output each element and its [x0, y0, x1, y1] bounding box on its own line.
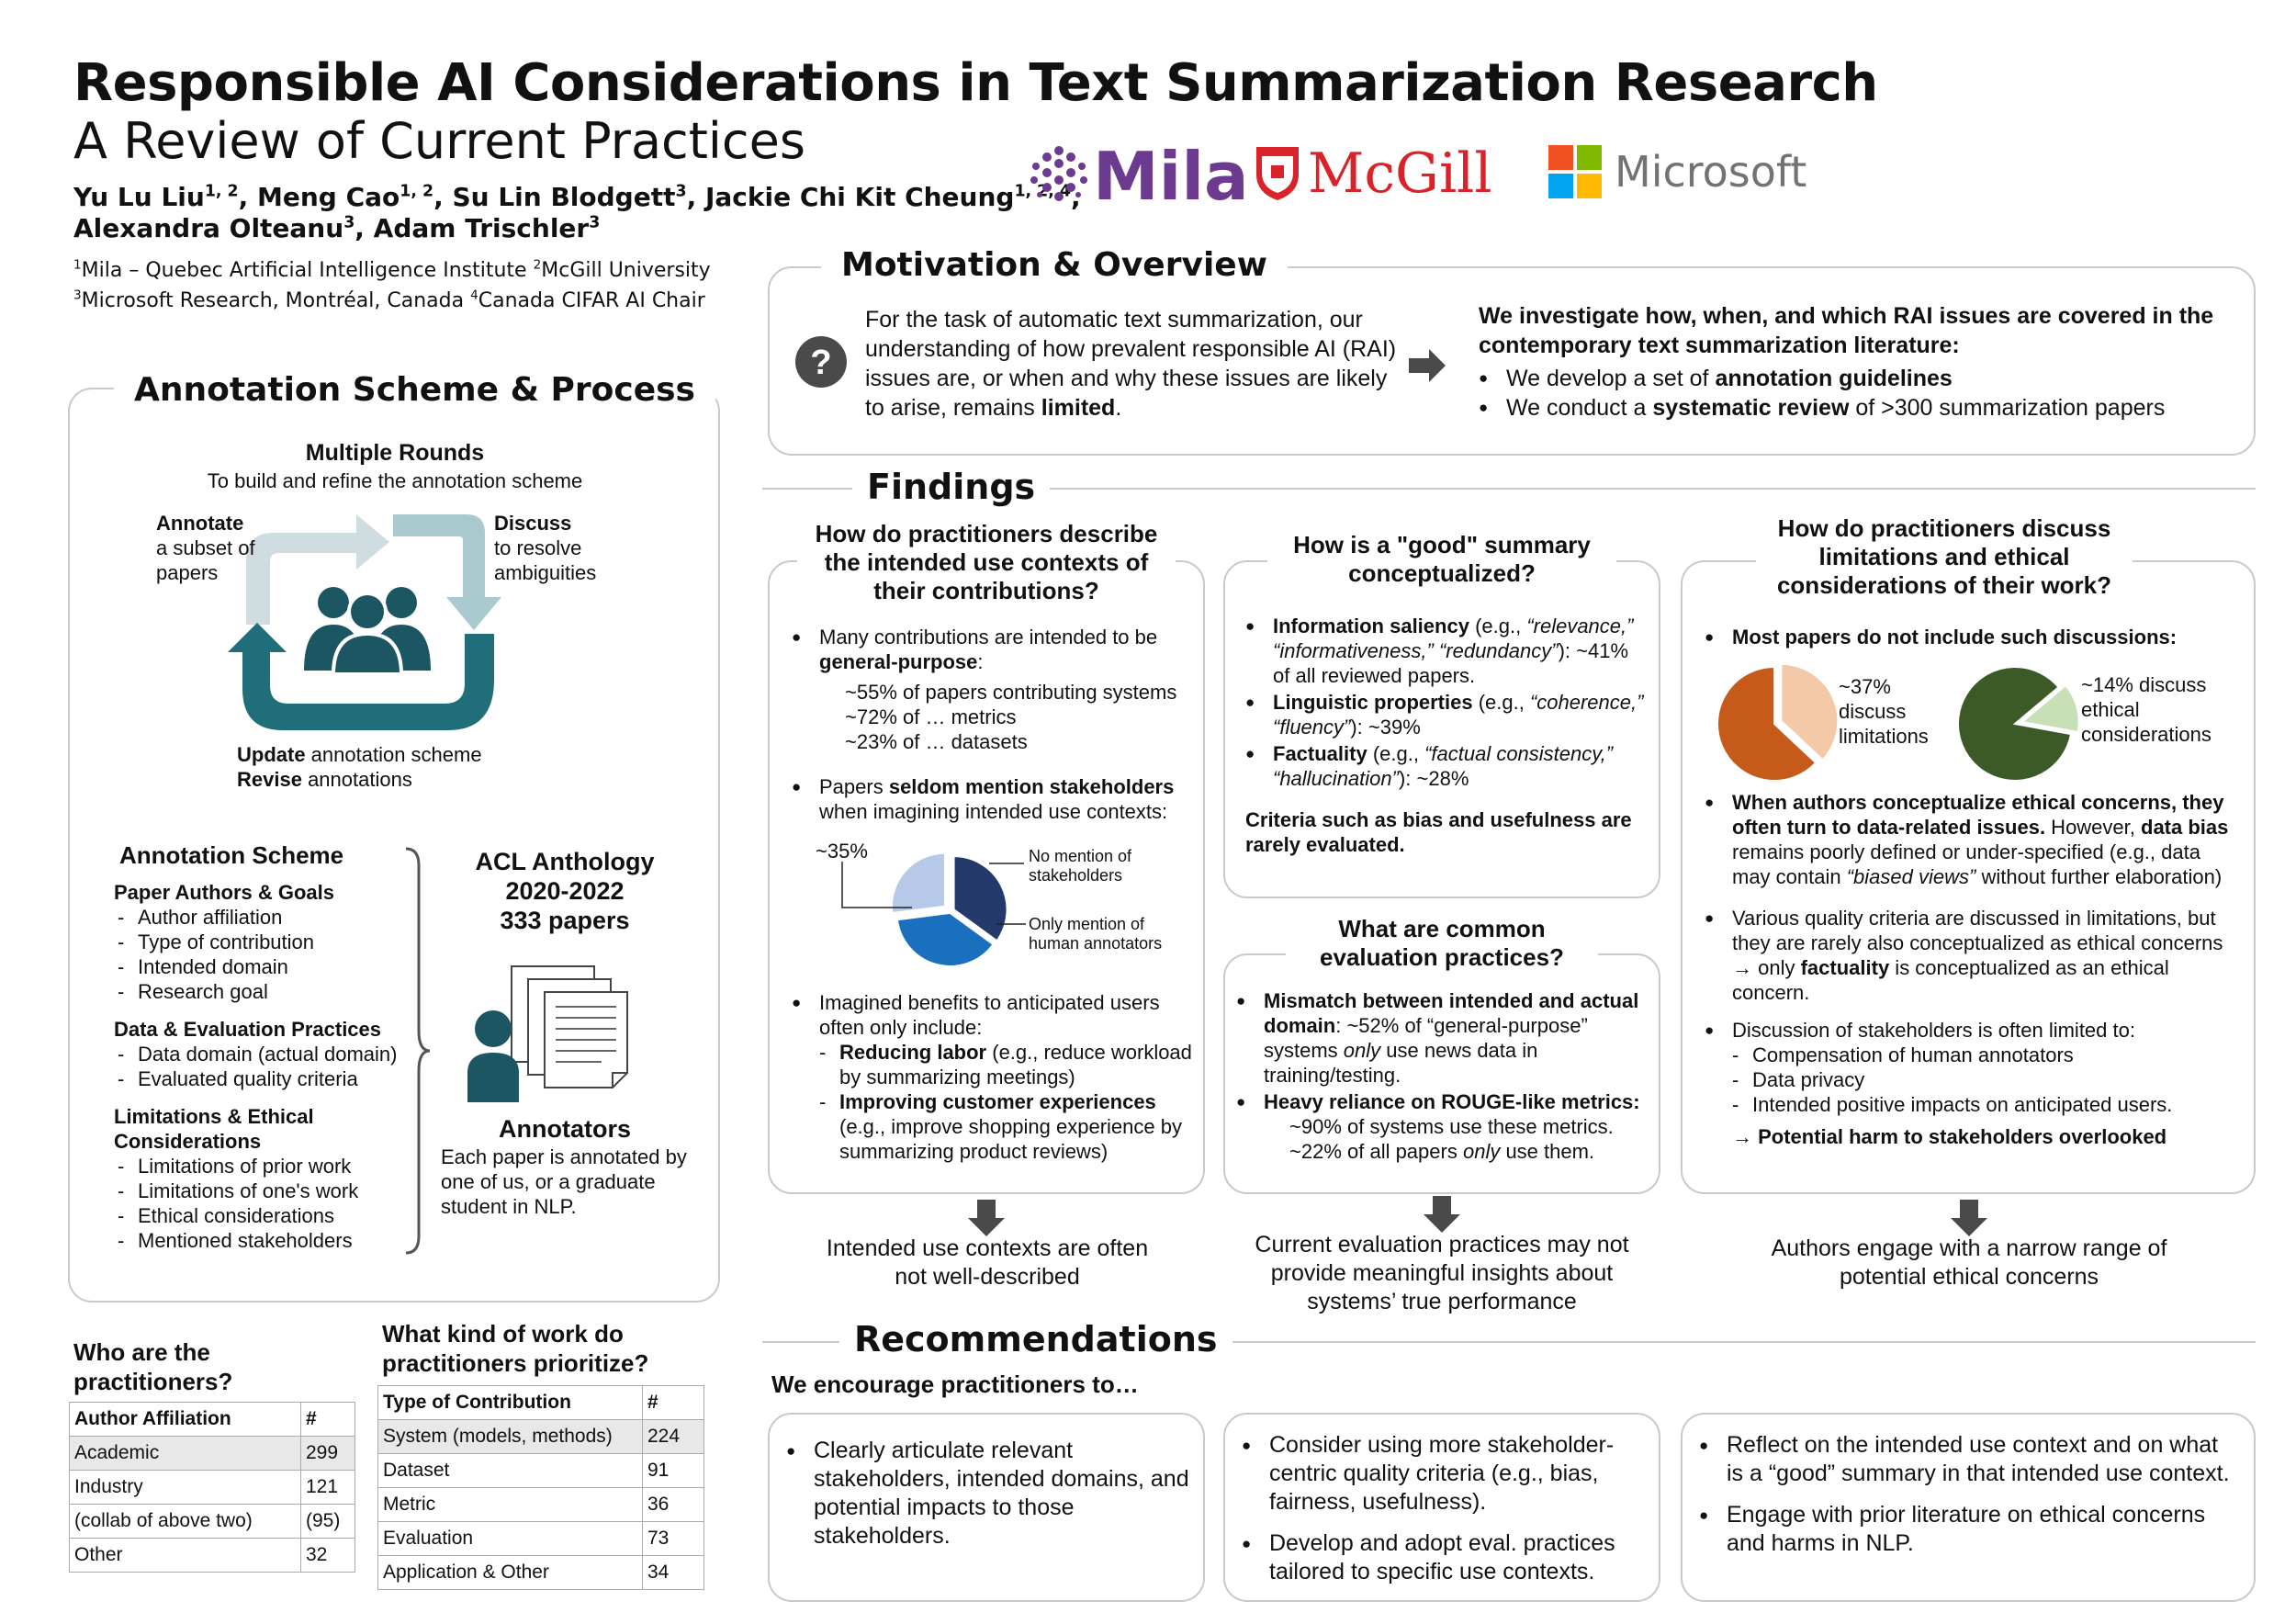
col2a-question: How is a "good" summary conceptualized?: [1267, 531, 1616, 588]
table-row: (collab of above two)(95): [69, 1504, 355, 1539]
col3-question: How do practitioners discuss limitations…: [1756, 514, 2133, 600]
findings-title: Findings: [852, 467, 1051, 507]
pie1-pct-label: ~35%: [816, 840, 868, 863]
rounds-subtitle: To build and refine the annotation schem…: [207, 469, 583, 492]
author-name: Yu Lu Liu: [73, 182, 205, 212]
poster-subtitle: A Review of Current Practices: [73, 112, 805, 170]
author-list: Yu Lu Liu1, 2, Meng Cao1, 2, Su Lin Blod…: [73, 182, 1081, 243]
pie-slice: [1957, 666, 2073, 782]
author-name: Adam Trischler: [373, 213, 590, 243]
question-circle-icon: ?: [795, 336, 847, 388]
contribution-table: Type of Contribution# System (models, me…: [377, 1385, 704, 1590]
author-name: Jackie Chi Kit Cheung: [704, 182, 1015, 212]
col3-b1: Most papers do not include such discussi…: [1705, 625, 2237, 662]
rounds-title: Multiple Rounds: [305, 440, 485, 466]
col2b-question: What are common evaluation practices?: [1286, 915, 1598, 972]
mila-logo: Mila: [1027, 138, 1249, 215]
findings-divider: [762, 488, 2256, 490]
people-group-icon: [304, 587, 431, 674]
arrow-down-icon: [1424, 1196, 1460, 1233]
pie3-label: ~14% discuss ethical considerations: [2081, 673, 2212, 746]
svg-text:?: ?: [810, 344, 831, 382]
recommendations-intro: We encourage practitioners to…: [771, 1370, 1139, 1398]
rec-box-2: [1223, 1413, 1660, 1602]
brace-icon: [405, 847, 431, 1255]
pie1-label-annotators: Only mention of human annotators: [1029, 915, 1163, 953]
microsoft-windows-icon: [1548, 145, 1602, 198]
col2-conclusion: Current evaluation practices may not pro…: [1255, 1232, 1629, 1314]
pie-slice: [891, 851, 946, 915]
annotators-title: Annotators: [499, 1115, 631, 1143]
rec-box-3-text: Reflect on the intended use context and …: [1699, 1431, 2241, 1571]
pie1-label-no-mention: No mention of stakeholders: [1029, 847, 1132, 885]
recommendations-title: Recommendations: [839, 1319, 1232, 1359]
rec-box-1: [768, 1413, 1205, 1602]
pie-slice: [895, 911, 995, 967]
arrow-right-icon: [1409, 349, 1446, 382]
ethics-pie-chart: [1957, 666, 2079, 782]
rec-box-1-text: Clearly articulate relevant stakeholders…: [786, 1437, 1190, 1563]
author-name: Alexandra Olteanu: [73, 213, 344, 243]
annotator-papers-icon: [467, 965, 628, 1102]
limitations-pie-chart: [1716, 662, 1839, 782]
rec-box-3: [1681, 1413, 2256, 1602]
rec-box-2-text: Consider using more stakeholder-centric …: [1242, 1431, 1646, 1599]
practitioners-title: Who are the practitioners?: [73, 1338, 233, 1395]
arrow-down-icon: [968, 1200, 1005, 1236]
pie-slice: [1780, 662, 1839, 761]
motivation-left-text: For the task of automatic text summariza…: [865, 307, 1397, 421]
update-step: Update annotation scheme Revise annotati…: [237, 743, 482, 791]
arrow-down-icon: [1951, 1200, 1987, 1236]
col1-content: Many contributions are intended to be ge…: [792, 625, 1196, 837]
col1-benefits: Imagined benefits to anticipated users o…: [792, 990, 1196, 1177]
motivation-panel: [768, 266, 2256, 456]
col2a-content: Information saliency (e.g., “relevance,”…: [1245, 614, 1649, 857]
author-name: Su Lin Blodgett: [452, 182, 676, 212]
col3-conclusion: Authors engage with a narrow range of po…: [1771, 1235, 2167, 1290]
scheme-groups: Paper Authors & Goals Author affiliation…: [114, 880, 426, 1253]
stakeholder-pie-chart: [841, 851, 1026, 967]
col3-content: When authors conceptualize ethical conce…: [1705, 790, 2237, 1149]
motivation-right-text: We investigate how, when, and which RAI …: [1479, 301, 2232, 423]
col1-question: How do practitioners describe the intend…: [797, 520, 1176, 605]
microsoft-logo: Microsoft: [1548, 145, 1806, 200]
mcgill-crest-icon: [1256, 147, 1299, 200]
mcgill-logo: McGill: [1255, 141, 1503, 208]
author-name: Meng Cao: [257, 182, 400, 212]
pie-slice: [1716, 665, 1818, 782]
recommendations-divider: [762, 1341, 2256, 1343]
col1-conclusion: Intended use contexts are often not well…: [826, 1235, 1149, 1290]
mila-dots-icon: [1030, 146, 1087, 201]
pie-slice: [952, 855, 1008, 942]
cycle-arrows-diagram: [228, 514, 501, 730]
annotators-text: Each paper is annotated by one of us, or…: [441, 1145, 687, 1218]
pie-slice: [2020, 683, 2079, 734]
affiliations: 1Mila – Quebec Artificial Intelligence I…: [73, 257, 711, 312]
pie2-label: ~37% discuss limitations: [1839, 675, 1929, 748]
annotation-title: Annotation Scheme & Process: [114, 371, 715, 409]
poster-title: Responsible AI Considerations in Text Su…: [73, 53, 1878, 113]
work-kind-title: What kind of work do practitioners prior…: [382, 1320, 649, 1377]
scheme-title: Annotation Scheme: [119, 841, 344, 869]
table-row: System (models, methods)224: [377, 1419, 704, 1454]
col2b-content: Mismatch between intended and actual dom…: [1236, 988, 1649, 1164]
motivation-title: Motivation & Overview: [821, 246, 1288, 284]
